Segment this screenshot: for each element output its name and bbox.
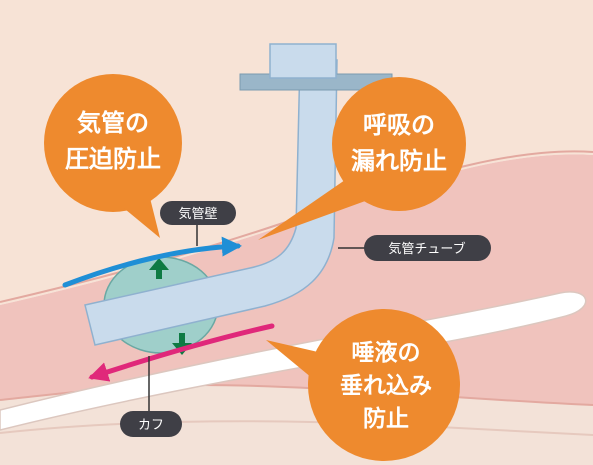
saliva-flow-arrow [88,323,275,382]
air-flow-arrow [62,236,242,288]
tube-connector [269,43,337,79]
label-tracheal-wall-text: 気管壁 [178,206,217,222]
bubble-compression-line2: 圧迫防止 [65,145,161,173]
label-cuff-text: カフ [138,418,164,433]
bubble-leak-line1: 呼吸の [363,111,435,139]
bubble-saliva-line1: 唾液の [352,339,421,366]
bubble-saliva-line3: 防止 [363,405,409,432]
tracheal-wall-lower-line [0,383,593,406]
label-cuff: カフ [120,411,182,437]
bubble-compression-line1: 気管の [77,109,149,137]
endotracheal-tube [84,59,338,346]
label-tracheal-wall: 気管壁 [160,201,236,225]
cuff-pressure-arrow-up-icon [149,258,169,279]
label-tube: 気管チューブ [364,235,491,261]
bubble-compression: 気管の 圧迫防止 [44,74,182,238]
label-tube-text: 気管チューブ [388,241,465,257]
skin-region [0,0,593,305]
bubble-saliva-line2: 垂れ込み [340,373,432,399]
bubble-leak: 呼吸の 漏れ防止 [258,77,466,240]
bubble-saliva: 唾液の 垂れ込み 防止 [266,309,460,461]
bubble-leak-line2: 漏れ防止 [351,147,447,175]
